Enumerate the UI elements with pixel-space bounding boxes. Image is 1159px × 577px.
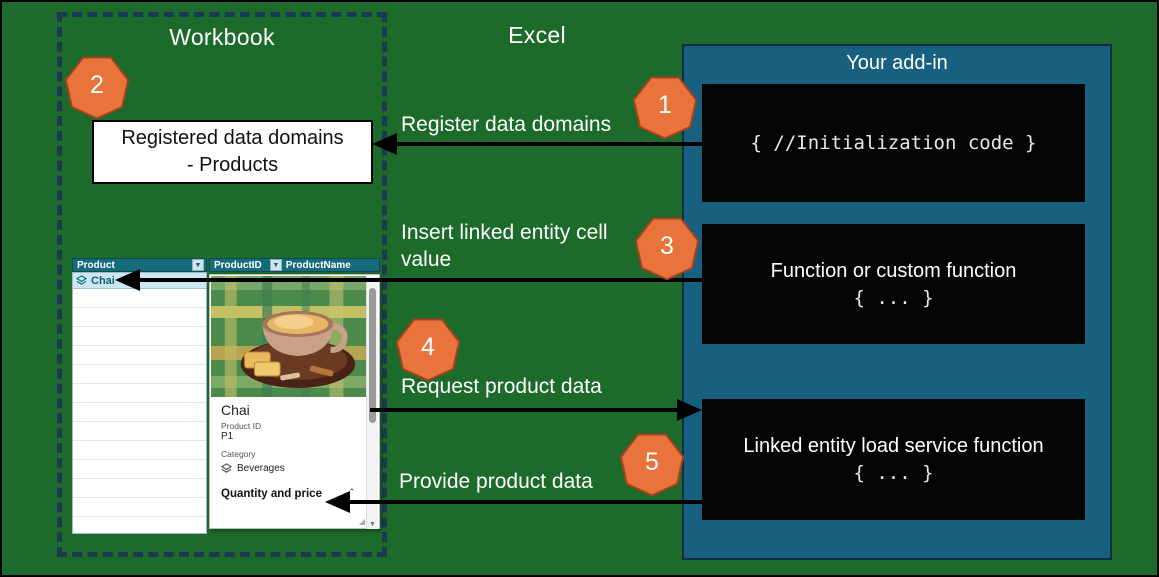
workbook-region xyxy=(57,12,387,557)
step-badge-4-number: 4 xyxy=(421,332,435,361)
step-badge-1: 1 xyxy=(631,75,699,139)
card-category-text: Beverages xyxy=(237,463,285,474)
scroll-down-icon[interactable]: ▼ xyxy=(369,521,376,528)
card-product-id-label: Product ID xyxy=(221,421,262,431)
registered-domains-line1: Registered data domains xyxy=(121,127,344,149)
linked-entity-icon xyxy=(76,275,87,285)
heptagon-shape xyxy=(634,217,700,280)
column-header-product[interactable]: Product ▼ xyxy=(72,258,207,272)
empty-grid-rows xyxy=(73,289,206,533)
card-category-value[interactable]: Beverages xyxy=(221,463,285,474)
scrollbar-thumb[interactable] xyxy=(369,288,376,423)
card-product-id-value: P1 xyxy=(221,431,234,442)
product-photo xyxy=(211,276,369,397)
arrow-request-line xyxy=(370,408,682,412)
function-box: Function or custom function { ... } xyxy=(702,224,1085,344)
service-box-title: Linked entity load service function xyxy=(743,435,1044,457)
dropdown-icon[interactable]: ▼ xyxy=(269,259,282,271)
arrow-insert-head xyxy=(115,269,140,291)
arrow-insert-line xyxy=(135,278,702,282)
arrow-request-label: Request product data xyxy=(401,375,602,398)
dropdown-icon[interactable]: ▼ xyxy=(192,259,204,271)
step-badge-4: 4 xyxy=(394,317,462,381)
arrow-register-line xyxy=(392,142,702,146)
workbook-label: Workbook xyxy=(169,24,275,50)
chevron-up-icon[interactable]: ⌃ xyxy=(348,487,356,497)
column-header-productid-label: ProductID xyxy=(214,259,262,271)
sheet-grid: Chai xyxy=(72,272,207,534)
arrow-request-head xyxy=(677,399,702,421)
addin-title: Your add-in xyxy=(846,52,948,74)
column-headers-right: ProductID ▼ ProductName xyxy=(209,258,380,272)
card-title: Chai xyxy=(221,402,250,418)
step-badge-5: 5 xyxy=(618,432,686,496)
arrow-provide-head xyxy=(325,491,350,513)
registered-domains-box: Registered data domains - Products xyxy=(92,120,373,184)
initialization-code: { //Initialization code } xyxy=(750,132,1037,154)
linked-entity-card: Chai Product ID P1 Category Beverages Qu… xyxy=(209,274,380,529)
registered-domains-line2: - Products xyxy=(186,154,279,176)
step-badge-2-number: 2 xyxy=(90,70,104,99)
resize-handle[interactable]: ◢ xyxy=(358,517,365,526)
step-badge-3-number: 3 xyxy=(660,231,674,260)
card-section-heading[interactable]: Quantity and price xyxy=(221,488,322,500)
function-box-title: Function or custom function xyxy=(770,259,1017,282)
heptagon-shape xyxy=(619,433,685,496)
column-header-product-label: Product xyxy=(77,259,115,271)
step-badge-1-number: 1 xyxy=(658,90,672,119)
linked-entity-cell-value: Chai xyxy=(91,274,115,287)
arrow-provide-line xyxy=(345,500,702,504)
step-badge-3: 3 xyxy=(633,216,701,280)
excel-sheet-screenshot: Product ▼ ProductID ▼ ProductName Chai xyxy=(72,258,380,534)
initialization-code-box: { //Initialization code } xyxy=(702,84,1085,202)
card-scrollbar[interactable]: ▲ ▼ xyxy=(366,276,378,529)
arrow-register-label: Register data domains xyxy=(401,113,612,136)
linked-entity-icon xyxy=(221,463,232,473)
column-header-productname-label: ProductName xyxy=(285,259,351,271)
heptagon-shape xyxy=(64,56,130,119)
service-box-code: { ... } xyxy=(853,462,934,484)
step-badge-2: 2 xyxy=(63,55,131,119)
arrow-register-head xyxy=(372,133,397,155)
service-box: Linked entity load service function { ..… xyxy=(702,399,1085,520)
excel-label: Excel xyxy=(508,22,566,48)
heptagon-shape xyxy=(395,318,461,381)
card-category-label: Category xyxy=(221,449,256,459)
arrow-insert-label: Insert linked entity cell value xyxy=(401,221,608,272)
heptagon-shape xyxy=(632,76,698,139)
function-box-code: { ... } xyxy=(853,286,934,309)
arrow-provide-label: Provide product data xyxy=(399,470,593,493)
step-badge-5-number: 5 xyxy=(645,447,659,476)
